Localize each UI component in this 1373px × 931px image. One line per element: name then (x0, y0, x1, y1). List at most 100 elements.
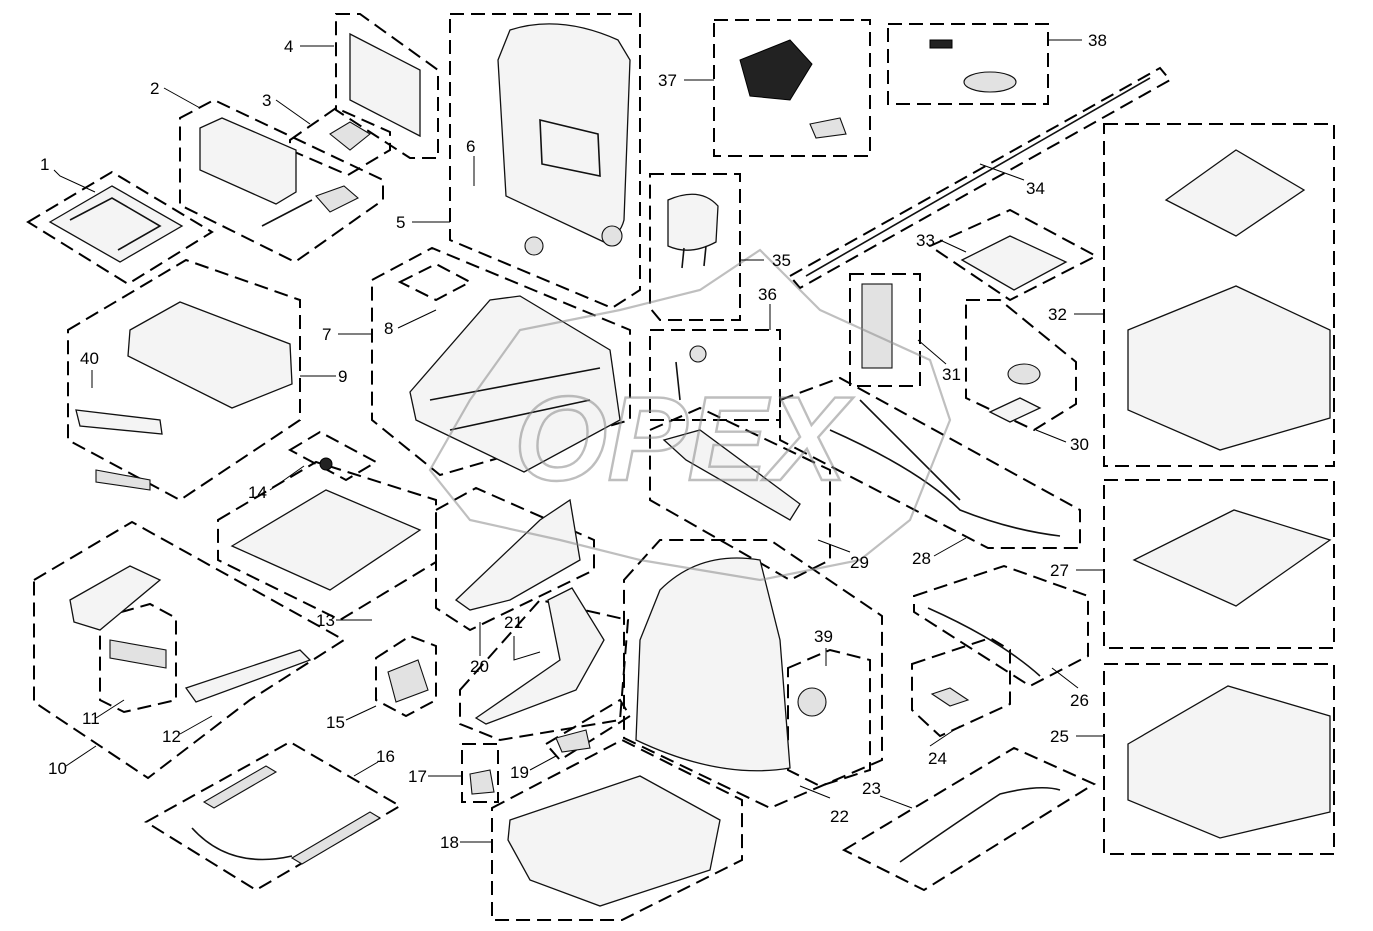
callout-24: 24 (928, 749, 947, 768)
group-box-35 (649, 173, 741, 321)
part-illustration-37 (739, 39, 813, 101)
leader-26 (1051, 667, 1079, 689)
part-illustration-21 (474, 587, 605, 725)
leader-2 (163, 87, 201, 109)
callout-27: 27 (1050, 561, 1069, 580)
callout-20: 20 (470, 657, 489, 676)
part-illustration-2-rod (261, 199, 313, 227)
part-illustration-35 (667, 193, 719, 251)
group-box-32 (1103, 123, 1335, 467)
group-box-19 (544, 698, 632, 762)
callout-11: 11 (82, 709, 100, 728)
part-illustration-30 (1007, 363, 1041, 385)
part-illustrations (48, 23, 1332, 907)
callout-29: 29 (850, 553, 869, 572)
group-box-17 (461, 743, 499, 803)
group-box-7 (371, 246, 631, 477)
part-illustration-12 (184, 649, 312, 703)
group-box-18 (491, 738, 743, 921)
group-box-9 (67, 258, 301, 502)
part-illustration-3 (329, 121, 371, 151)
leader-12 (179, 715, 213, 735)
part-illustration-28 (829, 429, 1061, 537)
leader-3 (275, 99, 311, 125)
group-box-16 (144, 740, 402, 892)
leader-22 (799, 785, 831, 799)
group-box-22 (623, 539, 883, 810)
watermark-frame (428, 248, 952, 582)
leader-lines (53, 39, 1104, 843)
leader-1 (53, 169, 96, 193)
part-illustration-2 (199, 117, 297, 205)
callout-19: 19 (510, 763, 529, 782)
callout-8: 8 (384, 319, 393, 338)
callout-34: 34 (1026, 179, 1045, 198)
group-box-21 (459, 598, 630, 742)
callout-21: 21 (504, 613, 523, 632)
part-illustration-1 (48, 185, 184, 263)
part-illustration-16-rail-2 (290, 811, 382, 865)
part-illustration-20 (454, 498, 581, 611)
part-illustration-36-rod (675, 361, 681, 401)
callout-32: 32 (1048, 305, 1067, 324)
callout-22: 22 (830, 807, 849, 826)
leader-23 (879, 795, 913, 809)
callout-36: 36 (758, 285, 777, 304)
leader-24 (929, 725, 961, 747)
callout-3: 3 (262, 91, 271, 110)
part-illustration-35-post-2 (703, 245, 707, 267)
group-box-38 (887, 23, 1049, 105)
callout-26: 26 (1070, 691, 1089, 710)
group-box-4 (335, 13, 439, 159)
group-box-28 (779, 376, 1081, 549)
watermark-text: OPEX (514, 372, 854, 506)
callout-15: 15 (326, 713, 345, 732)
part-illustration-33 (960, 235, 1068, 291)
part-illustration-38 (963, 71, 1017, 93)
callout-37: 37 (658, 71, 677, 90)
part-illustration-31 (861, 283, 893, 369)
callout-16: 16 (376, 747, 395, 766)
part-illustration-18 (507, 775, 721, 907)
part-illustration-32-bellows (1127, 285, 1331, 451)
part-illustration-14 (319, 457, 333, 471)
part-illustration-26 (927, 607, 1041, 677)
callout-5: 5 (396, 213, 405, 232)
part-illustration-4 (349, 32, 421, 138)
watermark: OPEX (428, 248, 952, 582)
callout-10: 10 (48, 759, 67, 778)
group-box-25 (1103, 663, 1335, 855)
group-box-3 (289, 106, 391, 177)
part-illustration-22 (635, 557, 791, 772)
part-illustration-38-spring (929, 39, 953, 49)
part-illustration-34 (805, 77, 1151, 277)
callout-14: 14 (248, 483, 267, 502)
callout-17: 17 (408, 767, 427, 786)
group-box-20 (435, 486, 595, 632)
part-illustration-40 (75, 409, 163, 435)
leader-34 (979, 163, 1025, 181)
part-illustration-6 (524, 236, 544, 256)
leader-10 (65, 745, 97, 767)
leader-8 (397, 309, 437, 329)
group-box-30 (965, 299, 1077, 432)
leader-29 (817, 539, 851, 553)
part-illustration-16 (202, 765, 278, 809)
leader-15 (345, 705, 377, 721)
part-illustration-11 (109, 639, 167, 669)
leader-33 (939, 239, 967, 253)
part-illustration-10 (69, 565, 162, 631)
group-box-5 (449, 13, 641, 310)
part-illustration-32 (1164, 149, 1306, 237)
group-box-39 (787, 648, 871, 788)
callout-30: 30 (1070, 435, 1089, 454)
group-box-1 (26, 170, 214, 286)
callout-40: 40 (80, 349, 99, 368)
callout-31: 31 (942, 365, 961, 384)
group-box-37 (713, 19, 871, 157)
part-illustration-29 (662, 429, 801, 521)
leader-11 (95, 699, 125, 719)
leader-28 (933, 537, 967, 557)
callout-35: 35 (772, 251, 791, 270)
